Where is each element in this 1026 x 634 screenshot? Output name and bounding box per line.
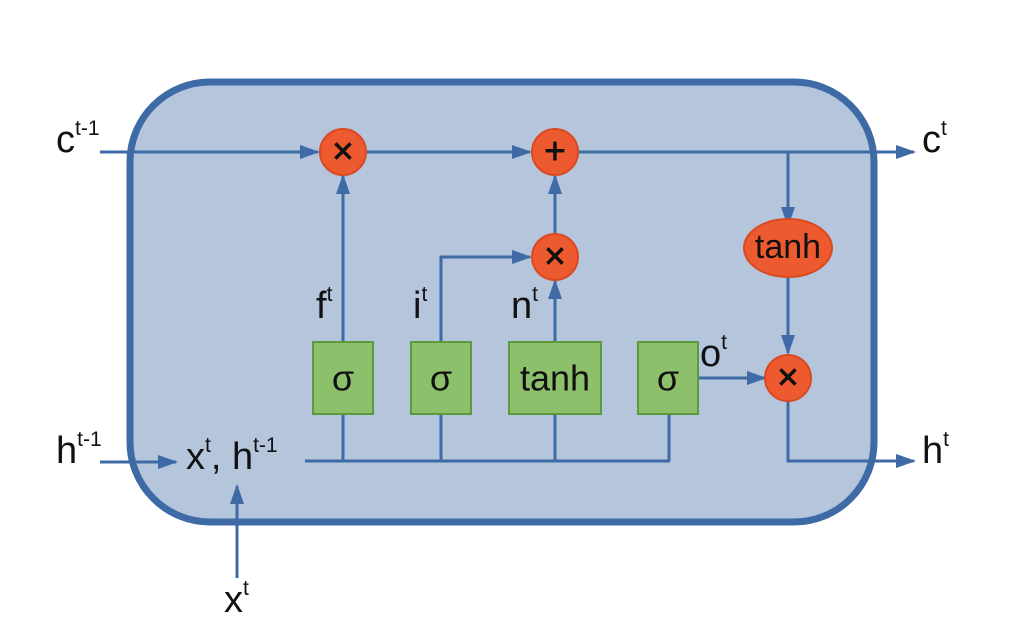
output-gate-symbol: σ [657,358,679,399]
plus-icon: + [542,134,567,169]
hidden-output-line [786,401,916,468]
multiply-icon: × [542,239,567,274]
n-t-label: nt [511,283,538,327]
input-gate-output-line [439,250,532,342]
output-gate: σ [637,341,699,415]
c-prev-label: ct-1 [56,117,100,161]
input-gate: σ [410,341,472,415]
candidate-gate-symbol: tanh [520,358,590,399]
input-multiply-op: × [531,233,579,281]
o-t-label: ot [700,331,727,375]
cell-tanh-op: tanh [743,218,833,278]
f-t-label: ft [316,283,333,327]
multiply-icon: × [775,360,800,395]
forget-gate-symbol: σ [332,358,354,399]
i-t-label: it [413,283,427,327]
forget-multiply-op: × [319,128,367,176]
input-gate-symbol: σ [430,358,452,399]
candidate-gate: tanh [508,341,602,415]
x-t-label: xt [224,577,249,621]
cell-tanh-label: tanh [755,228,821,266]
forget-gate: σ [312,341,374,415]
h-t-label: ht [922,428,949,472]
output-multiply-op: × [764,354,812,402]
cell-add-op: + [531,128,579,176]
multiply-icon: × [330,134,355,169]
concat-input-label: xt, ht-1 [186,434,278,478]
h-prev-label: ht-1 [56,428,102,472]
c-t-label: ct [922,117,947,161]
